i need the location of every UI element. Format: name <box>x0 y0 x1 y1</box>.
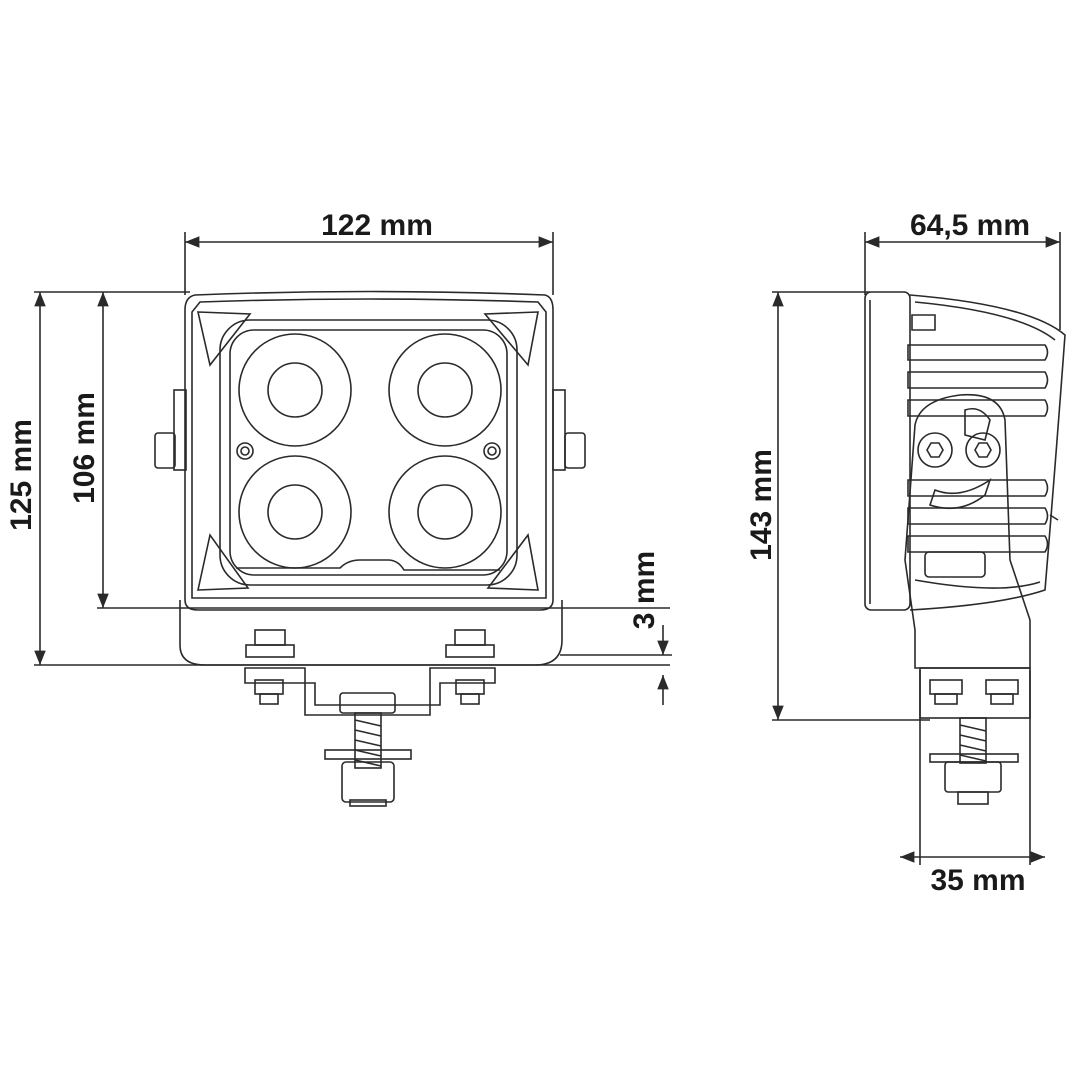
depth-64-5-label: 64,5 mm <box>909 209 1031 242</box>
height-125-label: 125 mm <box>5 419 38 531</box>
dim-depth-64-5 <box>864 232 1061 330</box>
width-35-label: 35 mm <box>930 864 1026 897</box>
offset-3-label: 3 mm <box>628 550 661 630</box>
dim-width-35 <box>900 670 1045 865</box>
led-reflector <box>388 333 502 447</box>
dim-height-143 <box>772 291 930 721</box>
dim-offset-3 <box>560 625 672 705</box>
dim-width-122 <box>184 232 554 295</box>
led-reflector <box>388 455 502 569</box>
led-reflector <box>238 333 352 447</box>
height-106-label: 106 mm <box>68 392 101 504</box>
led-reflector <box>238 455 352 569</box>
width-122-label: 122 mm <box>321 209 433 242</box>
front-view <box>154 290 586 807</box>
side-view <box>864 291 1066 805</box>
dim-height-125 <box>34 291 670 666</box>
height-143-label: 143 mm <box>745 449 778 561</box>
dim-height-106 <box>97 292 670 609</box>
